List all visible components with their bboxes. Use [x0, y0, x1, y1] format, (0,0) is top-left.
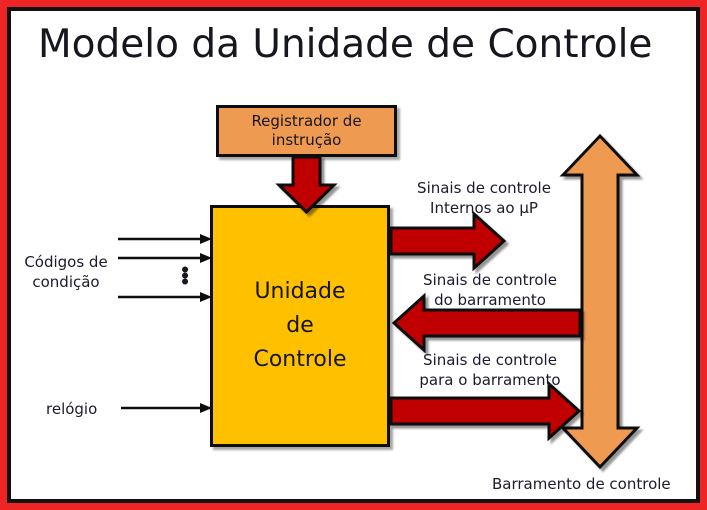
instruction-register-line2: instrução — [271, 131, 342, 149]
bus-signals-out-line1: Sinais de controle — [423, 351, 557, 369]
page-title: Modelo da Unidade de Controle — [38, 22, 653, 67]
bus-signals-out-line2: para o barramento — [419, 371, 561, 389]
instruction-register-block: Registrador de instrução — [216, 105, 397, 157]
control-unit-line1: Unidade — [254, 279, 346, 304]
bus-signals-in-line1: Sinais de controle — [423, 271, 557, 289]
internal-signals-label: Sinais de controle Internos ao µP — [404, 178, 564, 218]
control-bus-label: Barramento de controle — [492, 475, 671, 493]
condition-codes-line1: Códigos de — [24, 253, 108, 271]
control-unit-block: Unidade de Controle — [210, 205, 390, 447]
condition-codes-ellipsis-icon: ••• — [179, 261, 191, 293]
clock-label: relógio — [46, 400, 98, 418]
bus-signals-out-label: Sinais de controle para o barramento — [405, 350, 575, 390]
bus-signals-in-label: Sinais de controle do barramento — [410, 270, 570, 310]
internal-signals-line1: Sinais de controle — [417, 179, 551, 197]
condition-codes-line2: condição — [32, 273, 100, 291]
condition-codes-label: Códigos de condição — [16, 252, 116, 292]
control-unit-line3: Controle — [253, 347, 347, 372]
control-unit-line2: de — [286, 313, 314, 338]
instruction-register-line1: Registrador de — [251, 112, 362, 130]
bus-signals-in-line2: do barramento — [434, 291, 546, 309]
internal-signals-line2: Internos ao µP — [430, 199, 538, 217]
